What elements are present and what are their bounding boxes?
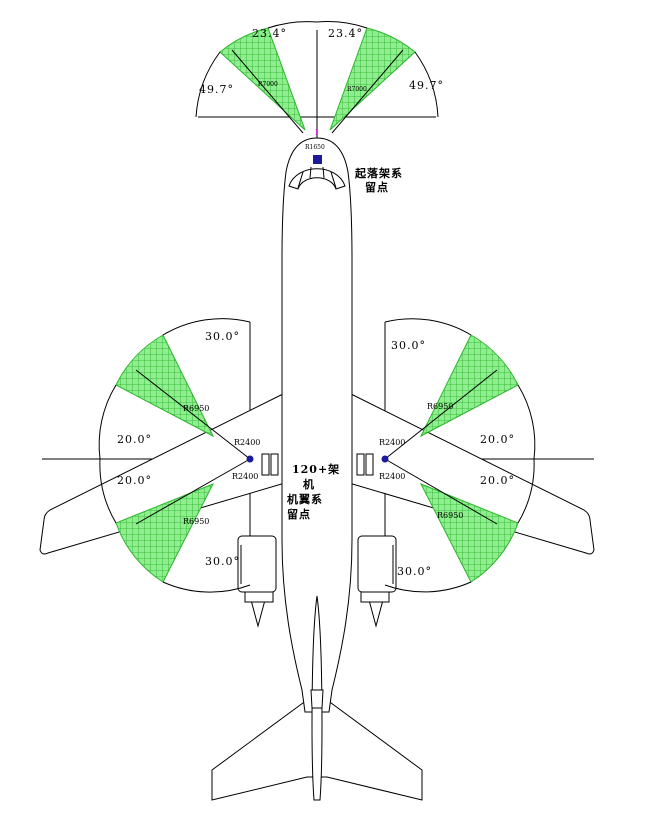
nose-tie-down-label-line1: 起落架系 [354,166,403,180]
right-main-gear-boxes [356,453,374,476]
nose-radius-right: R7000 [347,86,367,93]
wing-lower-left-sector [115,483,215,583]
wing-radius-upper-left: R6950 [183,404,209,413]
right-wing [348,392,595,555]
wing-radius-lower-left-inner: R2400 [232,472,258,481]
wing-upper-left-sector [115,334,215,438]
wing-radius-upper-right-inner: R2400 [379,438,405,447]
left-engine [237,535,277,628]
left-wing [39,392,286,555]
right-wing-tie-point [381,455,389,463]
center-marker: I [315,128,318,137]
left-main-gear-boxes [261,453,279,476]
wing-angle-lower-right-side: 20.0° [480,474,515,487]
wing-radius-upper-left-inner: R2400 [234,438,260,447]
wing-tie-down-label-line2: 机 [303,477,315,491]
nose-angle-top-right: 23.4° [328,27,363,40]
labels: 23.4° 23.4° 49.7° 49.7° R7000 R7000 R165… [117,27,515,578]
nose-left-sector [219,27,306,131]
nose-angle-top-left: 23.4° [252,27,287,40]
wing-radius-upper-right: R6950 [427,402,453,411]
right-engine [357,535,397,628]
aircraft-outline [39,137,595,801]
tie-down-cables [135,49,498,525]
wing-angle-upper-left-side: 20.0° [117,433,152,446]
nose-angle-side-left: 49.7° [199,83,234,96]
wing-angle-lower-right-bottom: 30.0° [397,565,432,578]
left-wing-tie-point [246,455,254,463]
wing-upper-right-sector [419,334,519,438]
wing-tie-down-label-line3: 机翼系 [287,492,323,506]
wing-angle-upper-right-top: 30.0° [391,339,426,352]
wing-lower-right-sector [419,483,519,583]
wing-tie-down-label-line1: 120+架 [292,462,340,476]
nose-radius-center: R1650 [305,144,325,151]
wing-angle-lower-left-bottom: 30.0° [205,555,240,568]
nose-tie-down-label-line2: 留点 [365,180,389,194]
wing-tie-down-label-line4: 留点 [287,507,311,521]
nose-radius-left: R7000 [258,81,278,88]
nose-right-sector [329,27,416,131]
wing-angle-lower-left-side: 20.0° [117,474,152,487]
wing-radius-lower-right-inner: R2400 [379,472,405,481]
wing-radius-lower-left: R6950 [183,517,209,526]
wing-angle-upper-right-side: 20.0° [480,433,515,446]
angle-arcs [98,21,536,593]
nose-angle-side-right: 49.7° [409,79,444,92]
cockpit-windshield [288,166,346,190]
nose-gear-tie-point [313,155,322,164]
wing-radius-lower-right: R6950 [437,511,463,520]
wing-angle-upper-left-top: 30.0° [205,330,240,343]
tie-down-points [246,155,389,463]
